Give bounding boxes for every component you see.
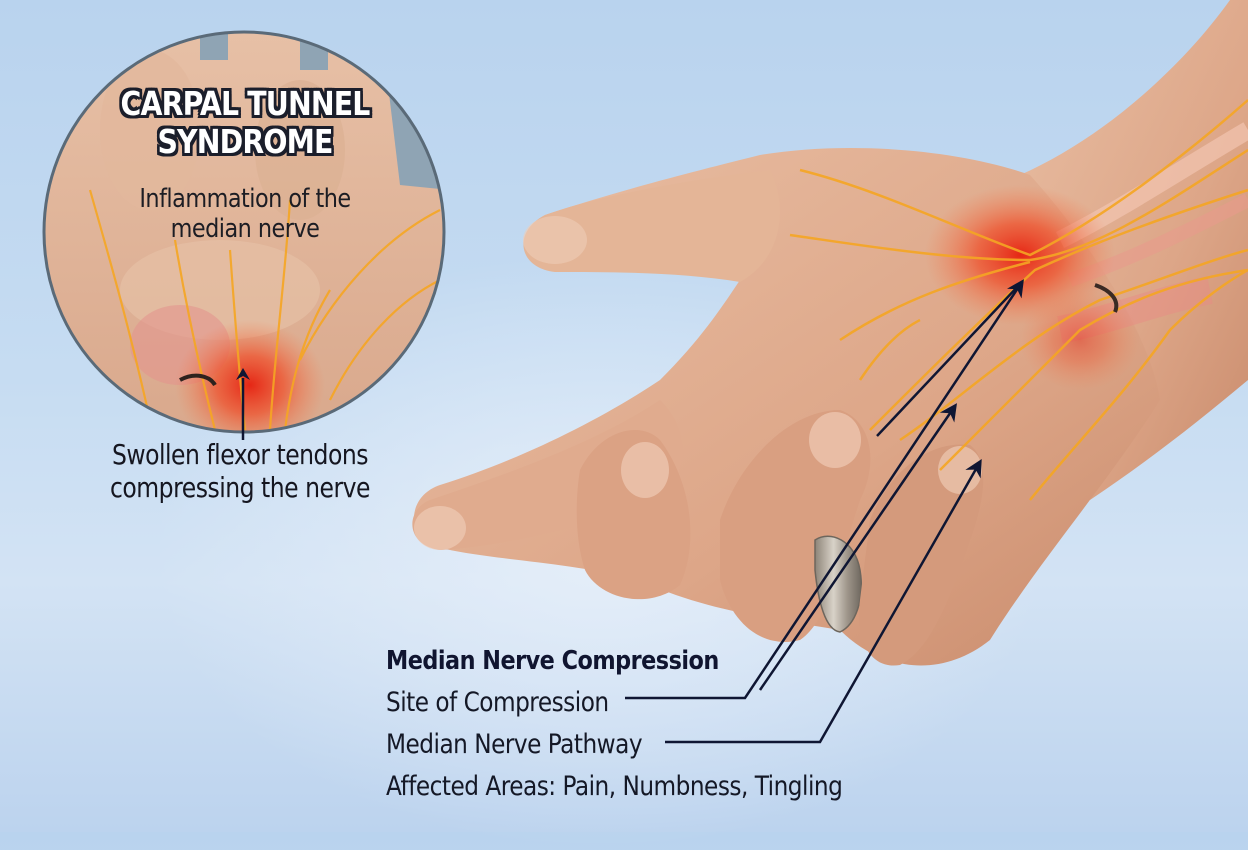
legend: Median Nerve Compression Site of Compres… [386, 640, 917, 808]
legend-heading: Median Nerve Compression [386, 646, 719, 676]
inset-title: CARPAL TUNNEL SYNDROME [112, 85, 379, 161]
median-nerve-pathway-leader [665, 458, 982, 744]
hand [412, 0, 1248, 666]
inset-magnifier [42, 30, 446, 434]
inset-subtitle-line2: median nerve [170, 214, 320, 244]
inset-title-line2: SYNDROME [157, 122, 333, 161]
legend-item-median-nerve-pathway: Median Nerve Pathway [386, 729, 643, 760]
leader-arrows [625, 279, 1024, 744]
inset-caption-line2: compressing the nerve [109, 471, 371, 504]
inset-subtitle: Inflammation of the median nerve [116, 184, 374, 244]
illustration [42, 0, 1248, 744]
inset-caption: Swollen flexor tendons compressing the n… [89, 438, 391, 504]
site-of-compression-leader [625, 279, 1024, 700]
nerve-lines [789, 99, 1248, 501]
legend-item-site-of-compression: Site of Compression [386, 687, 609, 718]
inset-caption-line1: Swollen flexor tendons [111, 438, 369, 471]
inset-pointer-arrow [236, 368, 250, 440]
arrow-up-icon [236, 368, 250, 380]
inset-title-line1: CARPAL TUNNEL [120, 84, 371, 123]
inset-subtitle-line1: Inflammation of the [139, 184, 351, 214]
legend-item-affected-areas: Affected Areas: Pain, Numbness, Tingling [386, 771, 843, 802]
